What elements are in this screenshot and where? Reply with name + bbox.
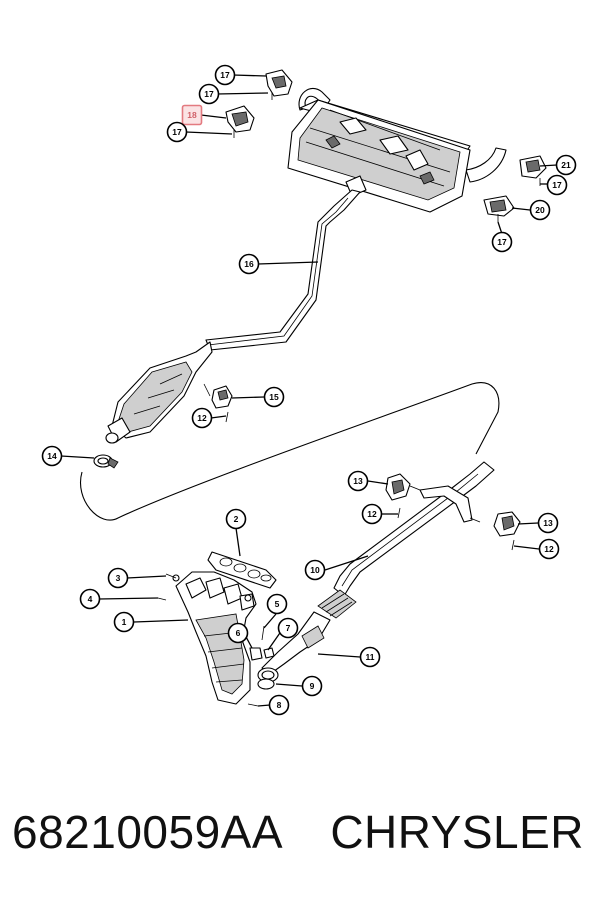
- bolt-5: [261, 625, 265, 641]
- svg-text:1: 1: [122, 617, 127, 627]
- intermediate-pipe: [205, 189, 361, 351]
- hanger-19: [265, 69, 293, 97]
- callout: 17: [491, 231, 513, 253]
- clamp: [93, 454, 119, 469]
- svg-text:16: 16: [244, 259, 254, 269]
- exhaust-system-diagram: 17 17 18 17 21 17 20 17 16 15 12 14 13 1…: [41, 64, 577, 716]
- callout: 9: [301, 675, 323, 697]
- callout: 20: [529, 199, 551, 221]
- rear-muffler: [287, 87, 507, 213]
- svg-text:17: 17: [497, 237, 507, 247]
- hanger-20: [483, 195, 515, 217]
- bolt-12-b: [511, 539, 515, 551]
- hanger-18: [225, 105, 255, 133]
- callout: 5: [266, 593, 288, 615]
- svg-text:2: 2: [234, 514, 239, 524]
- isolator-13-lower: [493, 511, 521, 537]
- svg-text:4: 4: [88, 594, 93, 604]
- svg-text:18: 18: [187, 110, 197, 120]
- svg-text:12: 12: [367, 509, 377, 519]
- gasket-9: [257, 678, 275, 690]
- callout: 21: [555, 154, 577, 176]
- front-pipe: [257, 461, 495, 683]
- resonator: [105, 341, 213, 444]
- gasket-outline: [80, 382, 500, 521]
- svg-text:12: 12: [544, 544, 554, 554]
- bracket-6: [249, 647, 263, 661]
- callout: 17: [198, 83, 220, 105]
- svg-text:17: 17: [204, 89, 214, 99]
- svg-text:13: 13: [543, 518, 553, 528]
- callout: 11: [359, 646, 381, 668]
- isolator-13-upper: [385, 473, 421, 501]
- svg-text:9: 9: [310, 681, 315, 691]
- callout: 15: [263, 386, 285, 408]
- nut-4: [157, 597, 167, 601]
- callout-highlighted: 18: [181, 104, 203, 126]
- svg-text:21: 21: [561, 160, 571, 170]
- callout: 17: [214, 64, 236, 86]
- callout: 6: [227, 622, 249, 644]
- manifold-gasket: [207, 551, 277, 589]
- svg-text:8: 8: [277, 700, 282, 710]
- brand-name: CHRYSLER: [330, 806, 584, 858]
- svg-text:17: 17: [552, 180, 562, 190]
- hanger-21: [519, 155, 547, 179]
- svg-text:13: 13: [353, 476, 363, 486]
- svg-text:11: 11: [366, 652, 375, 662]
- callout: 12: [361, 503, 383, 525]
- svg-text:15: 15: [269, 392, 279, 402]
- callout: 7: [277, 617, 299, 639]
- bolt-12-c: [225, 411, 229, 423]
- callout: 13: [537, 512, 559, 534]
- callout: 1: [113, 611, 135, 633]
- callout: 12: [191, 407, 213, 429]
- svg-text:14: 14: [47, 451, 57, 461]
- callout: 3: [107, 567, 129, 589]
- part-number: 68210059AA: [12, 806, 284, 858]
- bolt-8: [247, 703, 259, 707]
- svg-text:17: 17: [220, 70, 230, 80]
- callout: 12: [538, 538, 560, 560]
- caption-bar: 68210059AA CHRYSLER: [0, 792, 600, 872]
- callout: 14: [41, 445, 63, 467]
- svg-text:17: 17: [172, 127, 182, 137]
- stud-3: [165, 573, 177, 579]
- callout: 8: [268, 694, 290, 716]
- svg-text:12: 12: [197, 413, 207, 423]
- callout: 17: [546, 174, 568, 196]
- callout: 4: [79, 588, 101, 610]
- svg-text:6: 6: [236, 628, 241, 638]
- callout: 17: [166, 121, 188, 143]
- svg-text:7: 7: [286, 623, 291, 633]
- svg-text:5: 5: [275, 599, 280, 609]
- callout: 2: [225, 508, 247, 530]
- svg-text:10: 10: [310, 565, 320, 575]
- svg-text:3: 3: [116, 573, 121, 583]
- hanger-15: [203, 383, 233, 409]
- callout: 16: [238, 253, 260, 275]
- svg-text:20: 20: [535, 205, 545, 215]
- bolt-12-a: [397, 507, 401, 519]
- callout: 10: [304, 559, 326, 581]
- callout: 13: [347, 470, 369, 492]
